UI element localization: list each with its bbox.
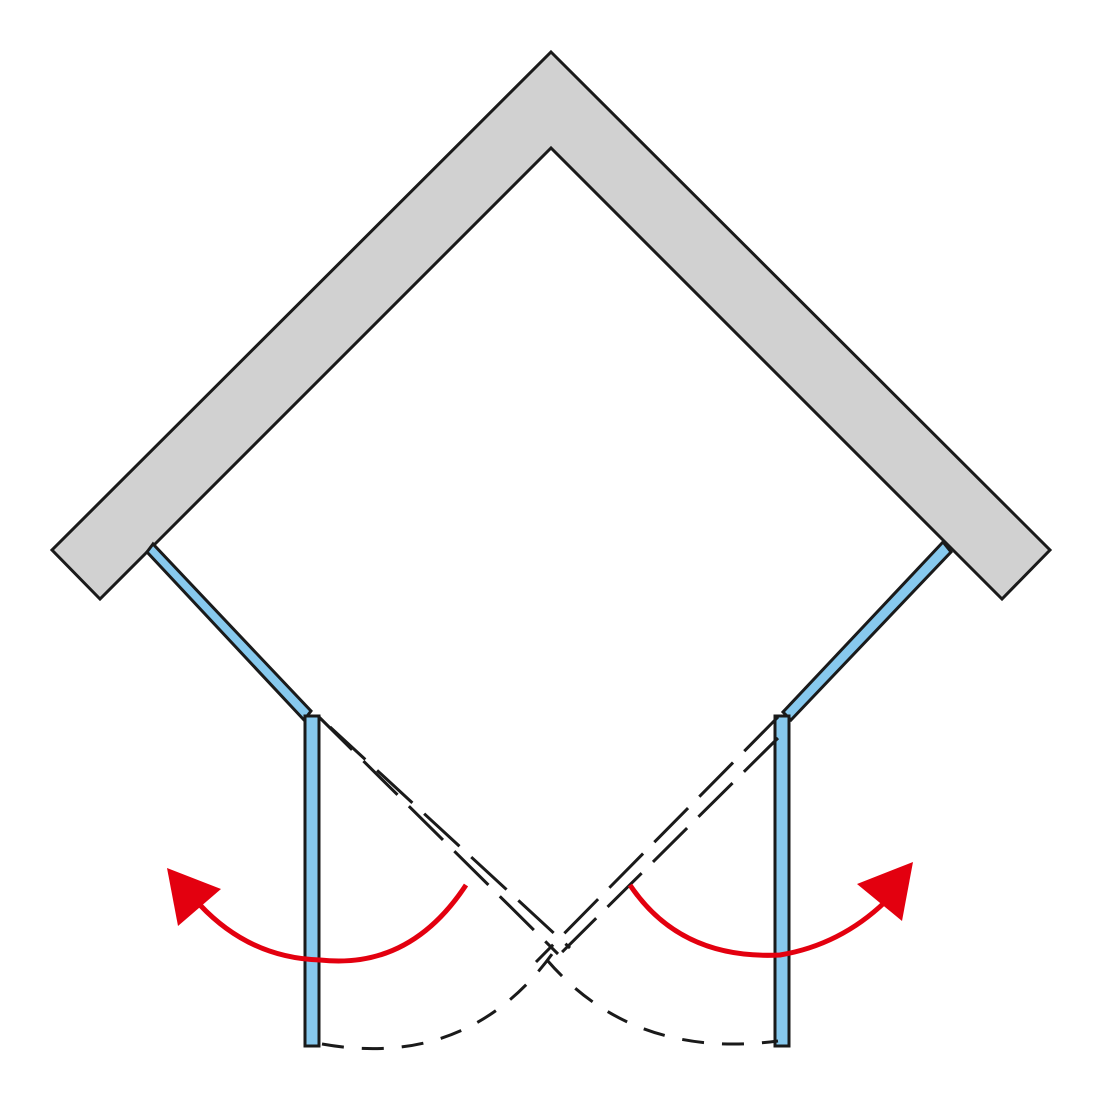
right-door-closed-position (534, 715, 780, 964)
right-door (773, 714, 791, 1048)
left-door-swing (321, 949, 557, 1051)
corner-wall (49, 49, 1053, 602)
right-swing-arrow (627, 862, 913, 958)
right-fixed-panel (780, 539, 953, 723)
left-swing-arrow (167, 868, 469, 964)
right-door-swing (545, 959, 779, 1046)
left-door-closed-position (316, 714, 572, 956)
left-door (303, 714, 321, 1048)
left-fixed-panel (145, 541, 313, 723)
